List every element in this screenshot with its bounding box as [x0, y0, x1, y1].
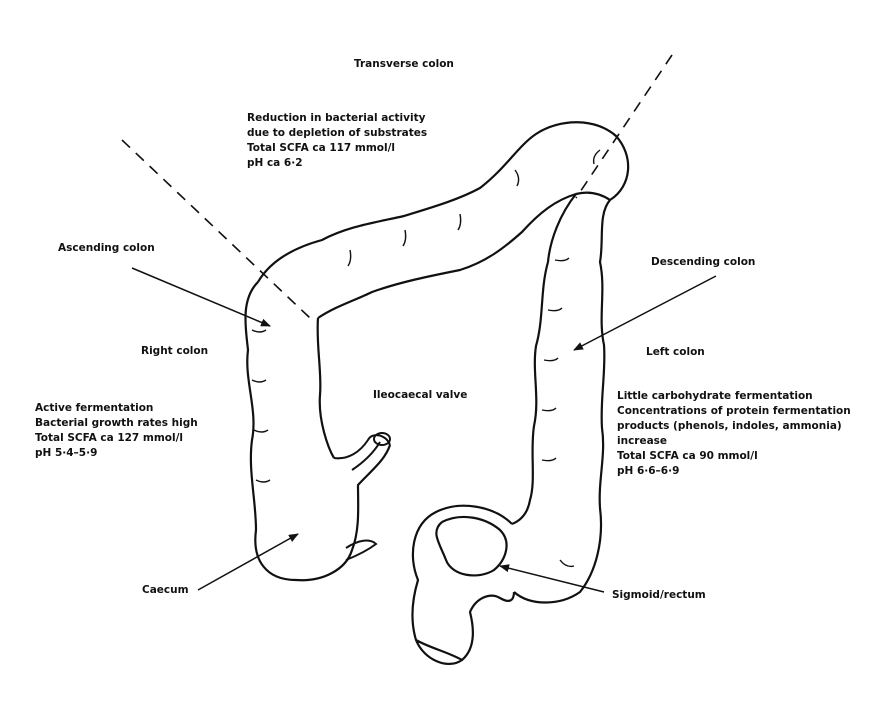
- transverse-colon-notes: Reduction in bacterial activity due to d…: [247, 111, 427, 171]
- right-note-line-3: Total SCFA ca 127 mmol/l: [35, 432, 184, 444]
- sigmoid-rectum-arrow: [499, 564, 605, 593]
- left-note-line-1: Little carbohydrate fermentation: [617, 390, 813, 402]
- left-note-line-4: increase: [617, 435, 668, 447]
- ileum-tube: [333, 434, 391, 471]
- sigmoid-rectum-wall: [411, 504, 516, 665]
- right-note-line-4: pH 5·4–5·9: [35, 447, 98, 459]
- right-note-line-1: Active fermentation: [35, 402, 154, 414]
- appendix: [345, 539, 378, 561]
- transverse-note-line-1: Reduction in bacterial activity: [247, 112, 426, 124]
- caecum-arrow: [197, 533, 299, 591]
- left-note-line-2: Concentrations of protein fermentation: [617, 405, 851, 417]
- ascending-colon-arrow: [131, 267, 271, 327]
- left-note-line-6: pH 6·6–6·9: [617, 465, 680, 477]
- colon-outer-wall: [244, 121, 630, 604]
- label-ascending-colon: Ascending colon: [58, 242, 155, 254]
- label-ileocaecal-valve: Ileocaecal valve: [373, 389, 468, 401]
- label-right-colon: Right colon: [141, 345, 209, 357]
- transverse-note-line-4: pH ca 6·2: [247, 157, 303, 169]
- left-colon-divider-line: [575, 54, 673, 199]
- right-colon-divider-line: [121, 139, 311, 319]
- left-note-line-3: products (phenols, indoles, ammonia): [617, 420, 842, 432]
- label-caecum: Caecum: [142, 584, 189, 596]
- transverse-note-line-3: Total SCFA ca 117 mmol/l: [247, 142, 396, 154]
- ileum-opening: [373, 432, 391, 446]
- right-colon-notes: Active fermentation Bacterial growth rat…: [35, 401, 198, 461]
- haustra-marks: [251, 149, 601, 568]
- transverse-note-line-2: due to depletion of substrates: [247, 127, 428, 139]
- left-colon-notes: Little carbohydrate fermentation Concent…: [617, 389, 851, 479]
- descending-colon-arrow: [573, 275, 717, 351]
- label-descending-colon: Descending colon: [651, 256, 756, 268]
- left-note-line-5: Total SCFA ca 90 mmol/l: [617, 450, 758, 462]
- label-transverse-colon: Transverse colon: [354, 58, 454, 70]
- label-sigmoid-rectum: Sigmoid/rectum: [612, 589, 706, 601]
- right-note-line-2: Bacterial growth rates high: [35, 417, 198, 429]
- label-left-colon: Left colon: [646, 346, 705, 358]
